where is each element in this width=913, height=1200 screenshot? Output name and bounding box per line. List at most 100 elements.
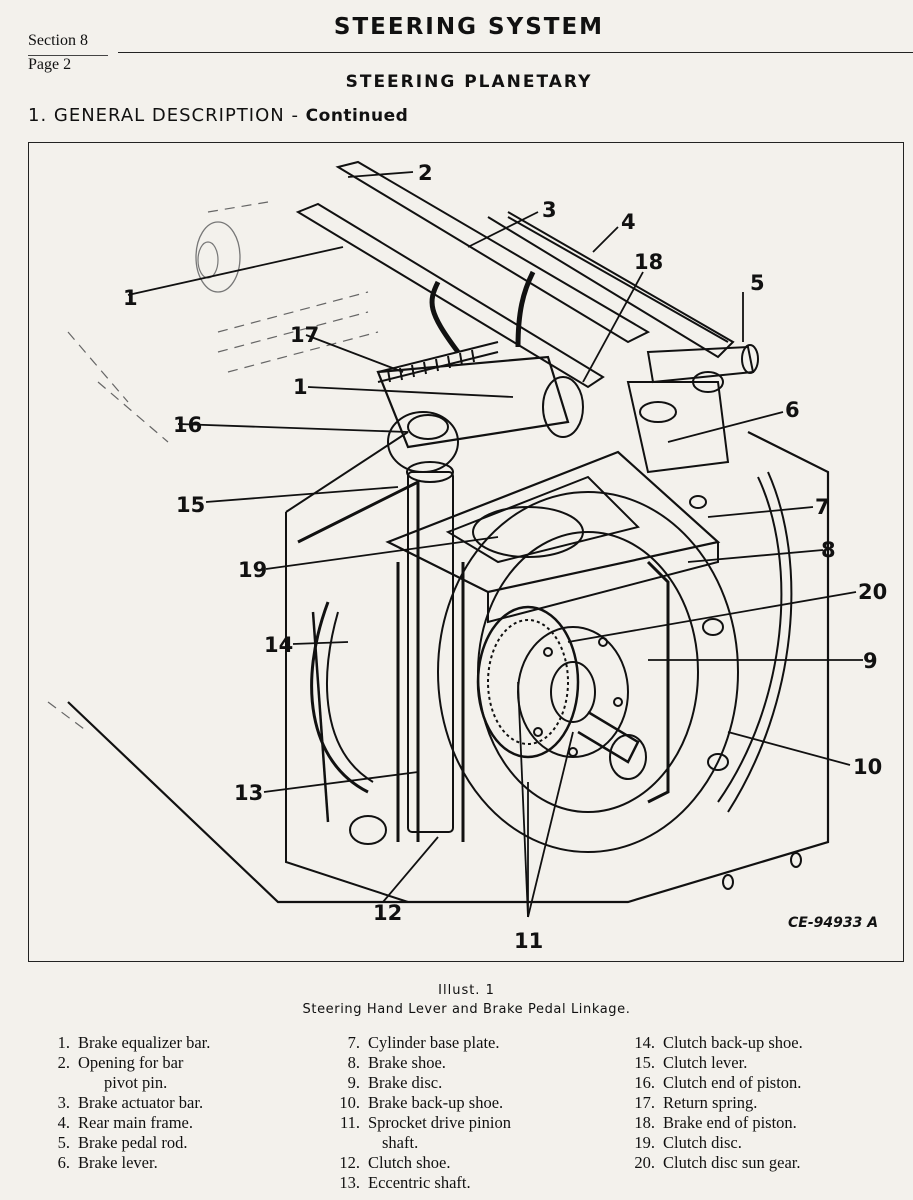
legend-item: 7. Cylinder base plate. [330, 1033, 511, 1053]
legend-text: Brake actuator bar. [78, 1093, 204, 1112]
callout-5: 5 [750, 271, 765, 295]
section-heading: 1. GENERAL DESCRIPTION - Continued [28, 105, 408, 126]
legend-item: shaft. [330, 1133, 511, 1153]
callout-17: 17 [290, 323, 319, 347]
legend-number: 6. [57, 1153, 70, 1172]
page-label: Page 2 [28, 56, 72, 73]
legend-text: Brake pedal rod. [78, 1133, 188, 1152]
legend-number [330, 1133, 368, 1153]
legend-item: 4. Rear main frame. [40, 1113, 210, 1133]
legend-item: 19. Clutch disc. [625, 1133, 803, 1153]
legend-number: 9. [347, 1073, 360, 1092]
legend-text: shaft. [382, 1133, 419, 1152]
legend-item: 1. Brake equalizer bar. [40, 1033, 211, 1053]
callout-15: 15 [176, 493, 205, 517]
legend-number: 19. [634, 1133, 655, 1152]
callout-7: 7 [815, 495, 830, 519]
figure-frame [28, 142, 904, 962]
legend-text: Cylinder base plate. [368, 1033, 500, 1052]
legend-item: 15. Clutch lever. [625, 1053, 803, 1073]
legend-text: Opening for bar [78, 1053, 184, 1072]
section-heading-main: 1. GENERAL DESCRIPTION - [28, 105, 306, 126]
legend-text: Brake lever. [78, 1153, 158, 1172]
page-subtitle: STEERING PLANETARY [345, 72, 593, 92]
legend-item: 12. Clutch shoe. [330, 1153, 511, 1173]
legend-number: 7. [347, 1033, 360, 1052]
callout-8: 8 [821, 538, 836, 562]
legend-number: 4. [57, 1113, 70, 1132]
legend-text: Clutch shoe. [368, 1153, 451, 1172]
legend-text: Clutch disc. [663, 1133, 742, 1152]
callout-3: 3 [542, 198, 557, 222]
legend-item: pivot pin. [40, 1073, 210, 1093]
legend-text: Sprocket drive pinion [368, 1113, 511, 1132]
legend-number: 11. [339, 1113, 360, 1132]
legend-text: Clutch disc sun gear. [663, 1153, 801, 1172]
callout-12: 12 [373, 901, 402, 925]
legend-number: 20. [634, 1153, 655, 1172]
legend-text: Eccentric shaft. [368, 1173, 471, 1192]
legend-number: 13. [339, 1173, 360, 1192]
legend-number [40, 1073, 78, 1093]
callout-19: 19 [238, 558, 267, 582]
legend-text: Brake shoe. [368, 1053, 446, 1072]
legend-item: 18. Brake end of piston. [625, 1113, 803, 1133]
legend-item: 20. Clutch disc sun gear. [625, 1153, 803, 1173]
callout-6: 6 [785, 398, 800, 422]
legend-number: 14. [634, 1033, 655, 1052]
callout-16: 16 [173, 413, 202, 437]
steering-linkage-illustration: 1 2 3 4 5 6 7 8 9 10 11 12 13 14 15 16 1… [47, 160, 887, 953]
legend-number: 18. [634, 1113, 655, 1132]
caption-illustration-number: Illust. 1 [438, 983, 495, 998]
legend-number: 1. [57, 1033, 70, 1052]
callout-11: 11 [514, 929, 543, 953]
legend-item: 17. Return spring. [625, 1093, 803, 1113]
legend-item: 13. Eccentric shaft. [330, 1173, 511, 1193]
legend-item: 10. Brake back-up shoe. [330, 1093, 511, 1113]
legend-text: Clutch lever. [663, 1053, 748, 1072]
legend-number: 5. [57, 1133, 70, 1152]
legend-text: Return spring. [663, 1093, 758, 1112]
legend-text: pivot pin. [104, 1073, 168, 1092]
legend-item: 8. Brake shoe. [330, 1053, 511, 1073]
legend-number: 17. [634, 1093, 655, 1112]
legend-column-2: 7. Cylinder base plate. 8. Brake shoe. 9. B… [330, 1033, 511, 1193]
legend-text: Rear main frame. [78, 1113, 193, 1132]
legend-number: 8. [347, 1053, 360, 1072]
legend-text: Brake equalizer bar. [78, 1033, 211, 1052]
page-title: STEERING SYSTEM [333, 14, 605, 40]
caption-title: Steering Hand Lever and Brake Pedal Link… [302, 1002, 631, 1017]
legend-item: 5. Brake pedal rod. [40, 1133, 210, 1153]
callout-4: 4 [621, 210, 636, 234]
legend-text: Clutch back-up shoe. [663, 1033, 803, 1052]
legend-text: Brake disc. [368, 1073, 443, 1092]
header-rule [118, 52, 913, 53]
legend-number: 15. [634, 1053, 655, 1072]
callout-13: 13 [234, 781, 263, 805]
legend-number: 2. [57, 1053, 70, 1072]
legend-column-1: 1. Brake equalizer bar. 2. Opening for bar… [40, 1033, 211, 1173]
callout-10: 10 [853, 755, 882, 779]
header-rule-left [28, 55, 108, 56]
legend-item: 14. Clutch back-up shoe. [625, 1033, 803, 1053]
callout-1b: 1 [293, 375, 308, 399]
legend-column-3: 14. Clutch back-up shoe. 15. Clutch lever.… [625, 1033, 803, 1173]
legend-item: 6. Brake lever. [40, 1153, 210, 1173]
legend-number: 16. [634, 1073, 655, 1092]
legend-text: Brake back-up shoe. [368, 1093, 504, 1112]
callout-14: 14 [264, 633, 293, 657]
legend-item: 9. Brake disc. [330, 1073, 511, 1093]
section-label: Section 8 [28, 32, 88, 49]
callout-2: 2 [418, 161, 433, 185]
callout-20: 20 [858, 580, 887, 604]
callout-9: 9 [863, 649, 878, 673]
legend-text: Brake end of piston. [663, 1113, 797, 1132]
legend-number: 3. [57, 1093, 70, 1112]
legend-item: 16. Clutch end of piston. [625, 1073, 803, 1093]
legend-text: Clutch end of piston. [663, 1073, 802, 1092]
legend-number: 10. [339, 1093, 360, 1112]
legend-item: 2. Opening for bar [40, 1053, 210, 1073]
figure-reference-code: CE-94933 A [788, 915, 878, 931]
legend-item: 3. Brake actuator bar. [40, 1093, 210, 1113]
legend-number: 12. [339, 1153, 360, 1172]
